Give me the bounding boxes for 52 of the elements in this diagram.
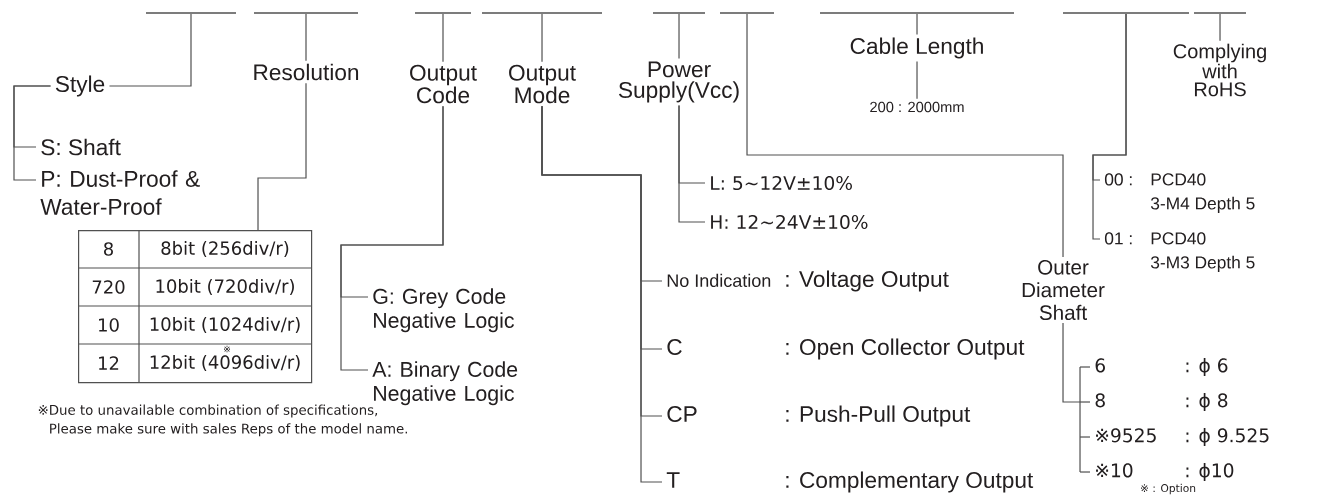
table-cell: 720 xyxy=(92,280,125,294)
category-heading: Outer Diameter Shaft xyxy=(1022,260,1105,320)
table-cell: 10bit (1024div/r) xyxy=(150,317,300,334)
option-label: No Indication : Voltage Output xyxy=(667,270,949,292)
option-label: A: Binary Code Negative Logic xyxy=(372,361,518,406)
option-label: P: Dust-Proof & Water-Proof xyxy=(40,170,200,215)
table-cell: 12 xyxy=(99,356,119,370)
connector-line xyxy=(678,104,706,223)
category-heading: Output Mode xyxy=(509,64,576,104)
connector-line xyxy=(678,13,680,60)
category-heading: Resolution xyxy=(254,63,359,81)
category-heading: Output Code xyxy=(410,64,477,104)
table-cell: 12bit (4096div/r) xyxy=(150,355,300,372)
category-heading: Style xyxy=(55,75,105,97)
value-label: 200 : 2000mm xyxy=(870,101,964,113)
option-label: ※10 : ϕ10 xyxy=(1096,463,1234,482)
connector-line xyxy=(340,105,444,371)
category-heading: Complying with RoHS xyxy=(1173,43,1266,97)
category-heading: Power Supply(Vcc) xyxy=(618,61,739,103)
table-cell: 8 xyxy=(104,242,113,256)
option-label: L: 5∼12V±10% xyxy=(711,175,852,191)
connector-line xyxy=(305,13,307,62)
connector-line xyxy=(916,13,918,36)
connector-line xyxy=(541,13,543,63)
connector-line xyxy=(916,60,918,100)
connector-line xyxy=(442,13,444,63)
connector-line xyxy=(1219,13,1221,42)
option-label: S: Shaft xyxy=(41,138,121,156)
connector-line xyxy=(1062,322,1091,473)
table-cell: 10bit (720div/r) xyxy=(156,279,294,296)
connector-line xyxy=(13,85,52,181)
option-label: H: 12∼24V±10% xyxy=(711,214,868,230)
option-label: 8 : ϕ 8 xyxy=(1095,393,1228,412)
connector-line xyxy=(1092,13,1127,240)
table-cell: 8bit (256div/r) xyxy=(161,241,289,258)
footnote: ※Due to unavailable combination of specifications, Please make sure with sales Reps of the model name. xyxy=(38,404,407,437)
option-label: T : Complementary Output xyxy=(666,471,1034,493)
option-label: 6 : ϕ 6 xyxy=(1095,358,1228,377)
option-label: 01 : PCD40 3-M3 Depth 5 xyxy=(1104,232,1255,272)
option-label: 00 : PCD40 3-M4 Depth 5 xyxy=(1104,173,1255,213)
connector-line xyxy=(746,13,1064,258)
table-cell: 10 xyxy=(99,318,119,332)
connector-line xyxy=(541,105,663,483)
connector-line xyxy=(257,82,307,231)
note: ※ : Option xyxy=(1141,483,1196,495)
option-label: G: Grey Code Negative Logic xyxy=(373,288,514,333)
option-label: C : Open Collector Output xyxy=(667,338,1025,360)
option-label: ※9525 : ϕ 9.525 xyxy=(1096,428,1269,447)
category-heading: Cable Length xyxy=(850,37,983,59)
reference-mark: ※ xyxy=(224,345,230,353)
connector-line xyxy=(108,13,192,87)
option-label: CP : Push-Pull Output xyxy=(667,405,971,427)
